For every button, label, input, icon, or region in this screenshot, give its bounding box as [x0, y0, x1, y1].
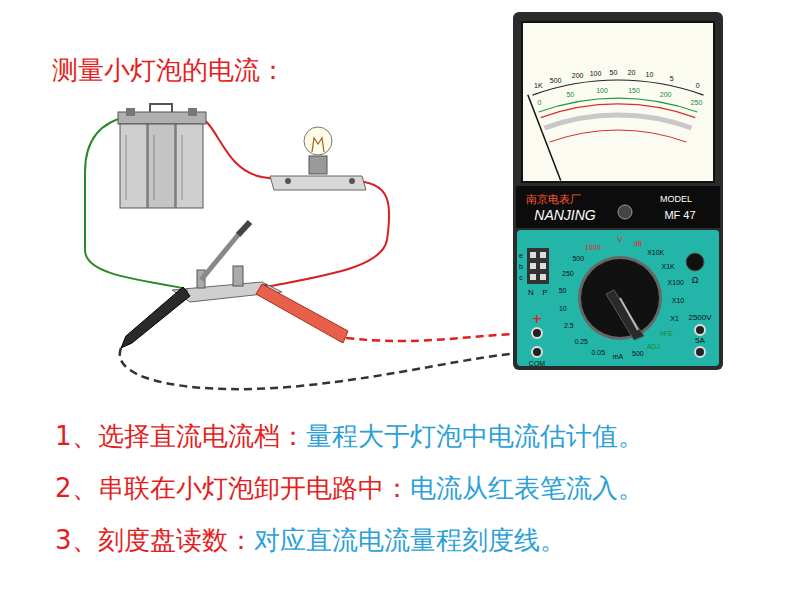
dial-label: 10 [559, 305, 567, 312]
dial-label: 2.5 [564, 322, 574, 329]
battery [118, 104, 206, 208]
scale-number: 5 [670, 74, 674, 81]
scale-number: 50 [566, 90, 574, 97]
scale-number: 0 [538, 99, 542, 106]
pin-name: e [519, 252, 523, 259]
step-heading: 3、刻度盘读数： [55, 527, 254, 553]
dial-label: hFE [660, 329, 673, 336]
scale-number: 0 [696, 81, 700, 88]
terminal-name: 5A [695, 337, 705, 345]
dial-label: X10K [647, 249, 664, 256]
bulb-on-board [270, 127, 366, 190]
dial-label: dB [634, 239, 643, 246]
maker-name: 南京电表厂 [526, 194, 581, 205]
knob-label: Ω [692, 276, 699, 285]
red-wire [266, 181, 389, 287]
dial-label: mA [613, 352, 624, 359]
multimeter [513, 12, 723, 370]
step-note: 电流从红表笔流入。 [410, 475, 644, 501]
dial-label: 500 [572, 254, 584, 261]
terminal-mark: + [532, 312, 543, 325]
dial-label: 500 [632, 350, 644, 357]
step-heading: 2、串联在小灯泡卸开电路中： [55, 475, 410, 501]
pin-name: P [542, 289, 547, 297]
scale-number: 250 [691, 99, 703, 106]
dial-label: X1 [670, 314, 679, 321]
scale-number: 20 [628, 69, 636, 76]
red-lead [346, 333, 531, 341]
scale-number: 50 [610, 69, 618, 76]
scale-number: 100 [596, 86, 608, 93]
step-note: 量程大于灯泡中电流估计值。 [306, 423, 644, 449]
dial-label: X10 [672, 297, 684, 304]
scale-number: 10 [646, 70, 654, 77]
scale-number: 200 [572, 72, 584, 79]
dial-label: 250 [562, 269, 574, 276]
dial-label: 50 [559, 286, 567, 293]
dial-label: X100 [668, 279, 684, 286]
pin-name: b [519, 263, 523, 270]
green-wire [85, 116, 183, 288]
model-caption: MODEL [660, 195, 692, 204]
dial-label: X1K [661, 262, 674, 269]
dial-label: ADJ [647, 342, 660, 349]
step-note: 对应直流电流量程刻度线。 [254, 527, 566, 553]
scale-number: 150 [628, 86, 640, 93]
terminal-name: COM [529, 360, 545, 367]
dial-label: 1000 [585, 243, 601, 250]
brand-logo: NANJING [534, 208, 595, 222]
scale-number: 1K [534, 81, 543, 88]
scale-number: 500 [550, 76, 562, 83]
terminal-name: 2500V [688, 314, 711, 322]
dial-label: 0.25 [574, 338, 588, 345]
model-number: MF 47 [664, 210, 695, 221]
dial-label: V [617, 236, 622, 244]
red-probe [256, 284, 348, 343]
scale-number: 100 [590, 69, 602, 76]
pin-name: c [519, 274, 523, 281]
pin-name: N [528, 289, 534, 297]
slide-title: 测量小灯泡的电流： [52, 57, 286, 83]
red-wire [195, 116, 288, 181]
dial-label: 0.05 [591, 348, 605, 355]
scale-number: 200 [660, 90, 672, 97]
step-heading: 1、选择直流电流档： [55, 423, 306, 449]
black-probe [121, 287, 190, 348]
black-lead [120, 348, 531, 389]
